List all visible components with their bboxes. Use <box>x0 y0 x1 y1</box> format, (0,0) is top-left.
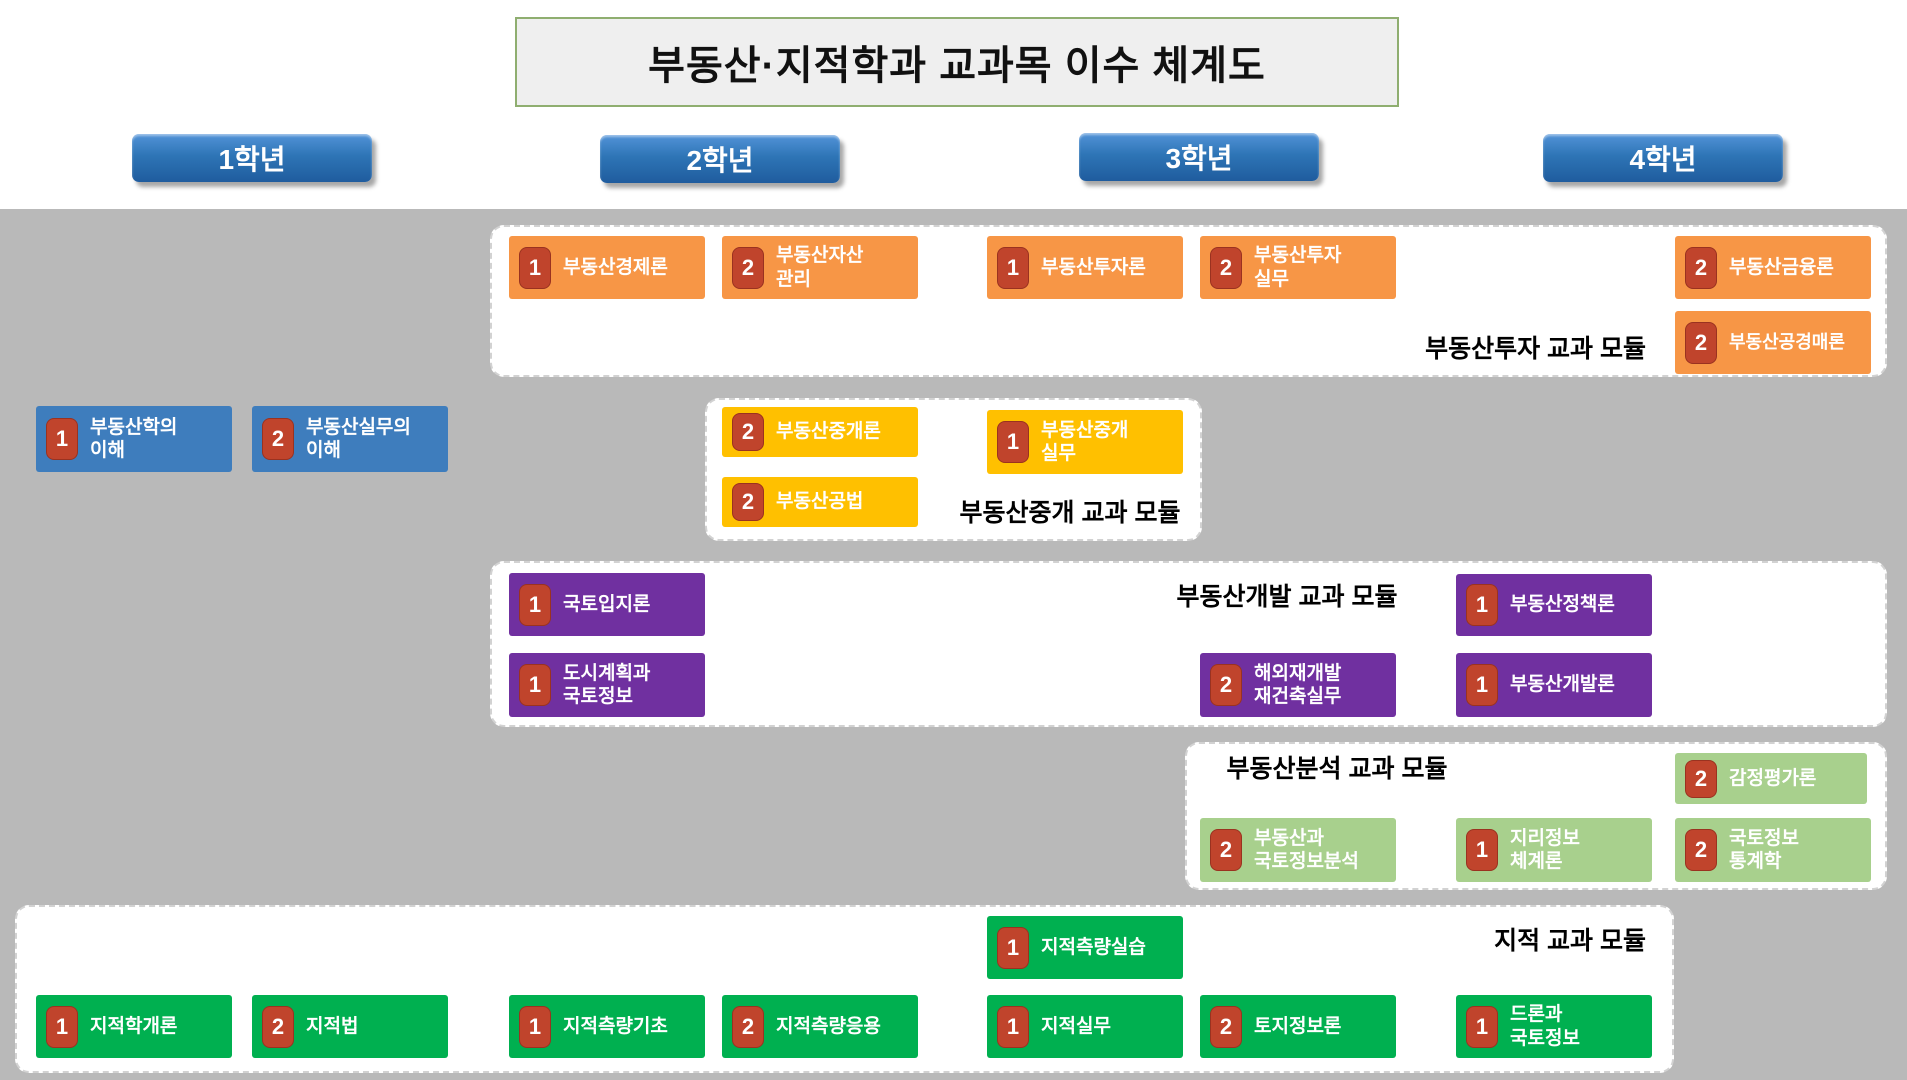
semester-badge: 1 <box>997 1005 1029 1048</box>
course-card: 2 감정평가론 <box>1675 753 1867 804</box>
page-title: 부동산·지적학과 교과목 이수 체계도 <box>515 17 1399 107</box>
course-name: 지적실무 <box>1041 1015 1111 1037</box>
course-name: 부동산자산 관리 <box>776 245 864 290</box>
course-card: 1 부동산중개 실무 <box>987 410 1183 474</box>
course-card: 1 부동산개발론 <box>1456 653 1652 717</box>
semester-badge: 1 <box>519 583 551 626</box>
course-card: 1 드론과 국토정보 <box>1456 995 1652 1058</box>
course-name: 국토정보 통계학 <box>1729 827 1799 872</box>
course-card: 2 부동산실무의 이해 <box>252 406 448 472</box>
module-box-develop <box>490 561 1887 727</box>
course-name: 부동산경제론 <box>563 256 668 278</box>
semester-badge: 2 <box>1685 246 1717 289</box>
semester-badge: 1 <box>1466 1005 1498 1048</box>
year-header-3: 3학년 <box>1079 133 1319 181</box>
course-name: 국토입지론 <box>563 593 651 615</box>
course-card: 2 부동산금융론 <box>1675 236 1871 299</box>
module-label-invest: 부동산투자 교과 모듈 <box>1425 335 1646 363</box>
semester-badge: 2 <box>1210 246 1242 289</box>
course-name: 토지정보론 <box>1254 1015 1342 1037</box>
semester-badge: 1 <box>1466 584 1498 626</box>
course-card: 2 해외재개발 재건축실무 <box>1200 653 1396 717</box>
course-card: 1 지리정보 체계론 <box>1456 818 1652 882</box>
course-card: 2 지적측량응용 <box>722 995 918 1058</box>
course-card: 1 부동산학의 이해 <box>36 406 232 472</box>
course-name: 지적측량실습 <box>1041 936 1146 958</box>
semester-badge: 2 <box>1210 829 1242 871</box>
course-card: 2 지적법 <box>252 995 448 1058</box>
semester-badge: 1 <box>519 246 551 289</box>
course-card: 2 부동산자산 관리 <box>722 236 918 299</box>
course-card: 1 지적측량실습 <box>987 916 1183 979</box>
course-name: 지적측량응용 <box>776 1015 881 1037</box>
semester-badge: 1 <box>1466 829 1498 871</box>
course-card: 1 부동산정책론 <box>1456 574 1652 636</box>
course-card: 1 부동산경제론 <box>509 236 705 299</box>
course-name: 부동산과 국토정보분석 <box>1254 827 1359 872</box>
course-card: 1 지적학개론 <box>36 995 232 1058</box>
semester-badge: 2 <box>1685 829 1717 871</box>
course-card: 1 부동산투자론 <box>987 236 1183 299</box>
course-name: 부동산중개론 <box>776 421 881 443</box>
semester-badge: 2 <box>732 413 764 451</box>
semester-badge: 2 <box>1210 664 1242 706</box>
semester-badge: 2 <box>732 246 764 289</box>
course-name: 부동산공법 <box>776 491 864 513</box>
module-label-broker: 부동산중개 교과 모듈 <box>959 499 1181 527</box>
course-name: 도시계획과 국토정보 <box>563 662 651 707</box>
module-label-analysis: 부동산분석 교과 모듈 <box>1226 755 1448 783</box>
course-card: 2 부동산과 국토정보분석 <box>1200 818 1396 882</box>
course-card: 1 지적실무 <box>987 995 1183 1058</box>
course-name: 부동산투자론 <box>1041 256 1146 278</box>
semester-badge: 1 <box>519 1005 551 1048</box>
course-name: 드론과 국토정보 <box>1510 1004 1580 1049</box>
year-header-4: 4학년 <box>1543 134 1783 182</box>
course-card: 2 국토정보 통계학 <box>1675 818 1871 882</box>
course-name: 해외재개발 재건축실무 <box>1254 662 1342 707</box>
semester-badge: 2 <box>262 1005 294 1048</box>
semester-badge: 1 <box>997 926 1029 969</box>
course-name: 부동산공경매론 <box>1729 331 1845 352</box>
course-card: 2 부동산공경매론 <box>1675 311 1871 374</box>
course-name: 부동산중개 실무 <box>1041 419 1129 464</box>
course-name: 지리정보 체계론 <box>1510 827 1580 872</box>
course-name: 지적학개론 <box>90 1015 178 1037</box>
semester-badge: 1 <box>1466 664 1498 706</box>
module-label-develop: 부동산개발 교과 모듈 <box>1176 583 1398 611</box>
semester-badge: 2 <box>732 483 764 521</box>
semester-badge: 2 <box>1210 1005 1242 1048</box>
course-name: 감정평가론 <box>1729 767 1817 789</box>
course-card: 2 부동산공법 <box>722 477 918 527</box>
year-header-2: 2학년 <box>600 135 840 183</box>
course-name: 지적법 <box>306 1015 359 1037</box>
module-label-cadastral: 지적 교과 모듈 <box>1494 927 1646 955</box>
course-name: 부동산개발론 <box>1510 674 1615 696</box>
semester-badge: 2 <box>1685 759 1717 798</box>
semester-badge: 2 <box>732 1005 764 1048</box>
semester-badge: 1 <box>46 418 78 460</box>
course-card: 1 국토입지론 <box>509 573 705 636</box>
course-name: 부동산실무의 이해 <box>306 416 411 461</box>
semester-badge: 2 <box>1685 321 1717 364</box>
semester-badge: 1 <box>519 664 551 706</box>
year-header-1: 1학년 <box>132 134 372 182</box>
semester-badge: 1 <box>997 421 1029 463</box>
course-name: 부동산금융론 <box>1729 256 1834 278</box>
semester-badge: 1 <box>997 246 1029 289</box>
course-card: 1 도시계획과 국토정보 <box>509 653 705 717</box>
page-title-text: 부동산·지적학과 교과목 이수 체계도 <box>648 44 1266 88</box>
course-name: 부동산투자 실무 <box>1254 245 1342 290</box>
semester-badge: 1 <box>46 1005 78 1048</box>
course-name: 부동산학의 이해 <box>90 416 178 461</box>
course-card: 2 부동산중개론 <box>722 407 918 457</box>
course-name: 지적측량기초 <box>563 1015 668 1037</box>
course-name: 부동산정책론 <box>1510 594 1615 616</box>
course-card: 2 부동산투자 실무 <box>1200 236 1396 299</box>
course-card: 1 지적측량기초 <box>509 995 705 1058</box>
semester-badge: 2 <box>262 418 294 460</box>
course-card: 2 토지정보론 <box>1200 995 1396 1058</box>
